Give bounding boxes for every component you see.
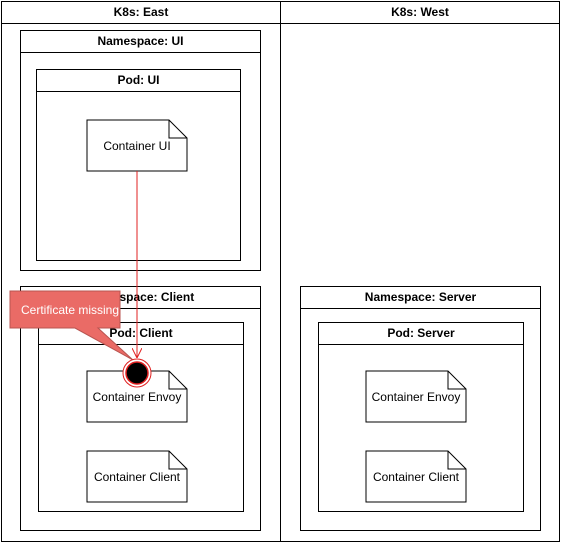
container-client-envoy: Container Envoy	[86, 370, 188, 423]
cluster-east-title: K8s: East	[2, 2, 280, 24]
namespace-server-title: Namespace: Server	[301, 287, 540, 309]
endpoint-marker	[122, 358, 152, 388]
pod-ui-title: Pod: UI	[37, 70, 240, 92]
container-ui-label: Container UI	[103, 139, 170, 153]
container-server-envoy-label: Container Envoy	[372, 390, 461, 404]
container-server-envoy: Container Envoy	[365, 370, 467, 423]
callout-label: Certificate missing	[21, 303, 119, 317]
container-server-client-label: Container Client	[373, 470, 460, 484]
pod-server-title: Pod: Server	[319, 323, 523, 345]
container-client-envoy-label: Container Envoy	[93, 390, 182, 404]
container-server-client: Container Client	[365, 450, 467, 503]
certificate-missing-callout: Certificate missing	[9, 290, 134, 361]
container-client-client: Container Client	[86, 450, 188, 503]
container-ui: Container UI	[86, 119, 188, 172]
container-client-client-label: Container Client	[94, 470, 181, 484]
pod-client-title: Pod: Client	[39, 323, 243, 345]
namespace-ui-title: Namespace: UI	[21, 31, 260, 53]
cluster-west-title: K8s: West	[281, 2, 559, 24]
